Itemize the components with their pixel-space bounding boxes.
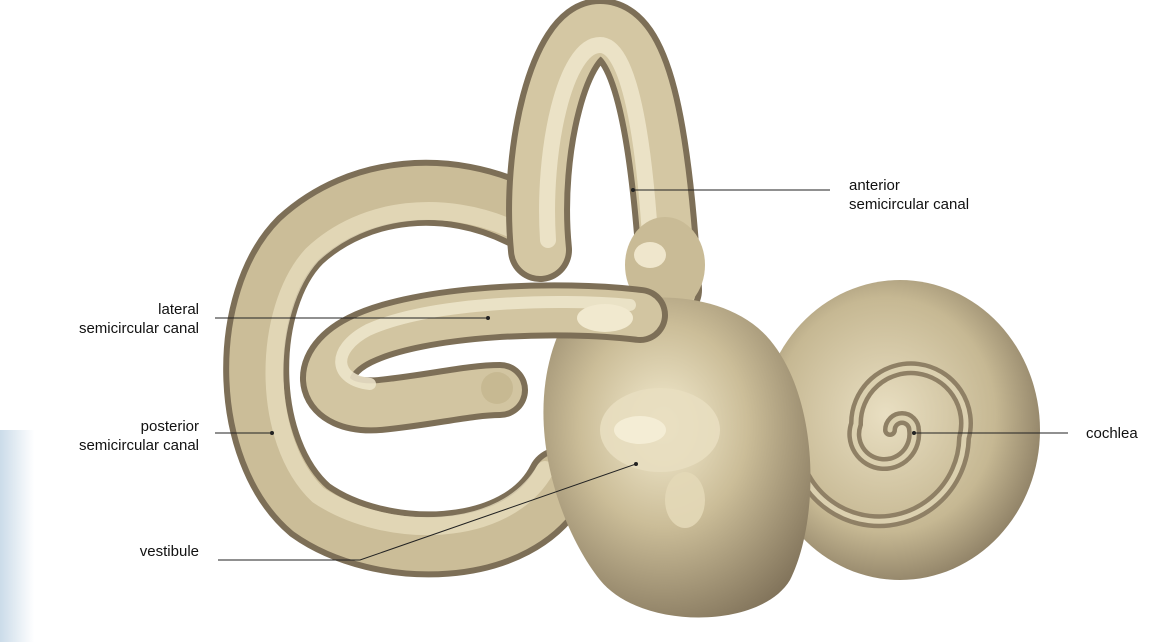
label-anterior-line2: semicircular canal [849,195,969,214]
vestibule-shape [543,298,810,618]
label-lateral-line2: semicircular canal [0,319,199,338]
label-cochlea: cochlea [1086,424,1138,443]
anterior-canal-shape [538,30,705,313]
label-lateral-line1: lateral [0,300,199,319]
label-vestibule-text: vestibule [0,542,199,561]
label-anterior-canal: anterior semicircular canal [849,176,969,214]
label-posterior-line1: posterior [0,417,199,436]
label-cochlea-text: cochlea [1086,424,1138,443]
label-posterior-line2: semicircular canal [0,436,199,455]
label-lateral-canal: lateral semicircular canal [0,300,199,338]
label-anterior-line1: anterior [849,176,969,195]
label-posterior-canal: posterior semicircular canal [0,417,199,455]
label-vestibule: vestibule [0,542,199,561]
